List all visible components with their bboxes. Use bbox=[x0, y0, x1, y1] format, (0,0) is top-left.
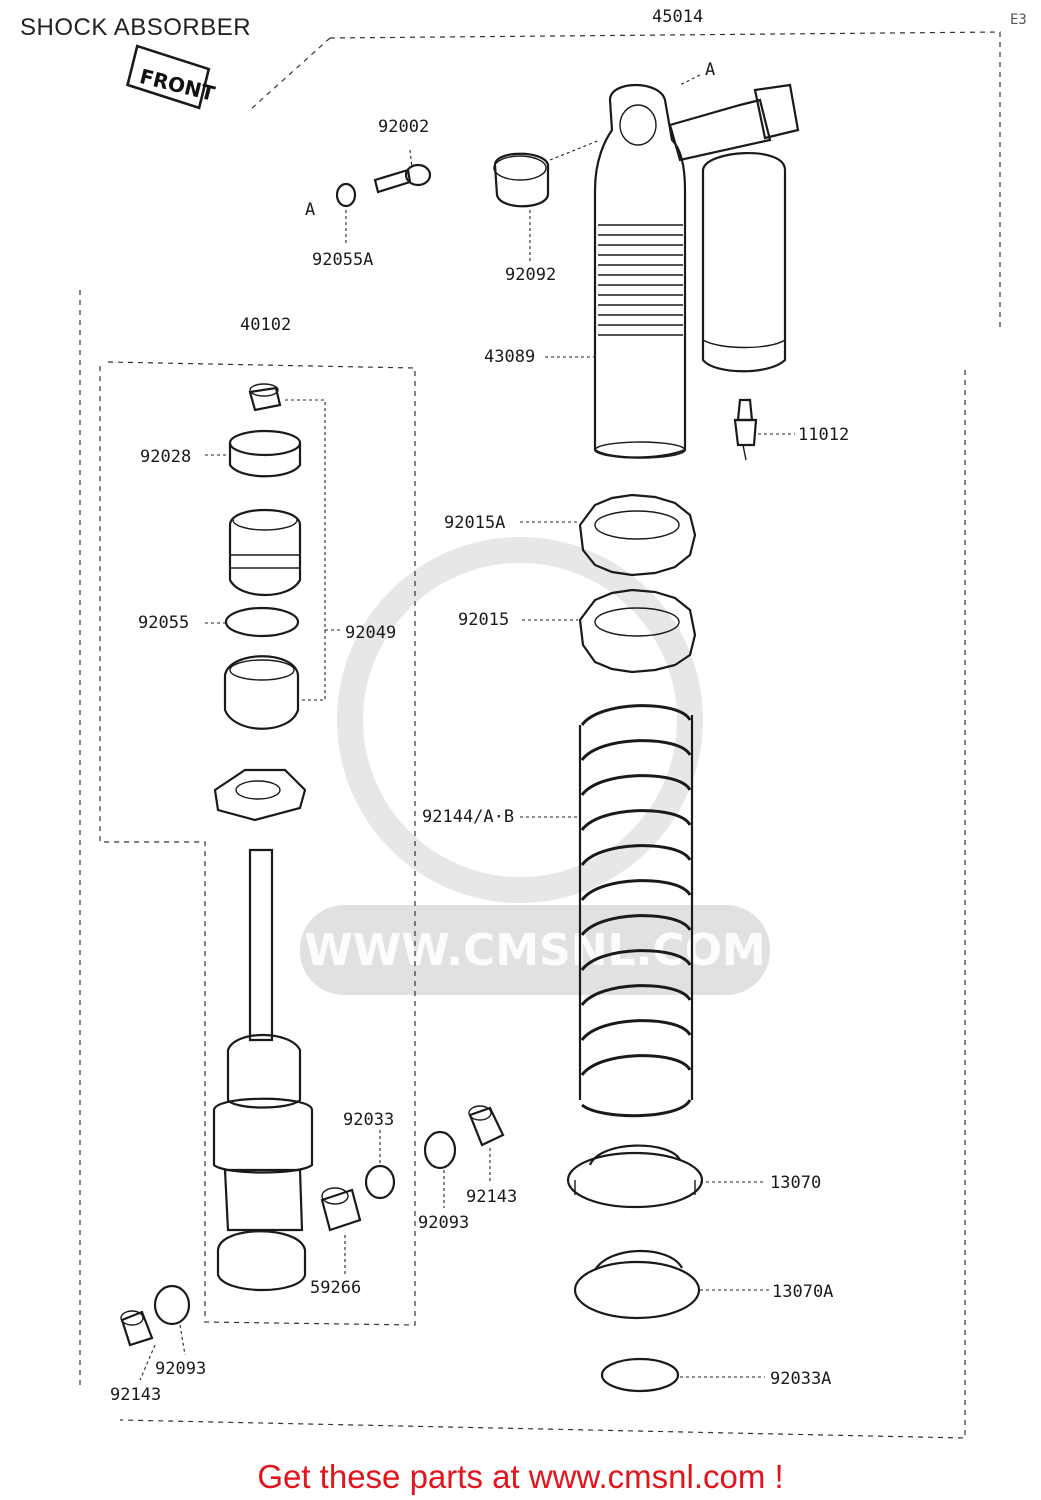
label-59266: 59266 bbox=[310, 1278, 361, 1298]
label-92049: 92049 bbox=[345, 623, 396, 643]
label-92028: 92028 bbox=[140, 447, 191, 467]
label-92093-lower: 92093 bbox=[155, 1359, 206, 1379]
label-92002: 92002 bbox=[378, 117, 429, 137]
bushing-92092 bbox=[493, 152, 550, 208]
label-92015: 92015 bbox=[458, 610, 509, 630]
label-92144: 92144/A·B bbox=[422, 807, 514, 827]
leader-lines bbox=[139, 74, 795, 1381]
collar-59266 bbox=[320, 1187, 362, 1232]
cap-40102 bbox=[248, 383, 282, 412]
label-92143-upper: 92143 bbox=[466, 1187, 517, 1207]
part-labels: 45014 A 92002 A 92055A 92092 43089 11012… bbox=[110, 7, 849, 1405]
label-40102: 40102 bbox=[240, 315, 291, 335]
label-45014: 45014 bbox=[652, 7, 703, 27]
spring-guide-13070A bbox=[573, 1249, 701, 1320]
label-92093-upper: 92093 bbox=[418, 1213, 469, 1233]
label-43089: 43089 bbox=[484, 347, 535, 367]
valve-11012 bbox=[733, 398, 758, 461]
bolt-92002 bbox=[373, 163, 432, 194]
cms-watermark-logo: WWW.CMSNL.COM bbox=[300, 537, 770, 995]
spring-seat-92015 bbox=[578, 588, 697, 674]
label-13070A: 13070A bbox=[772, 1282, 833, 1302]
label-92092: 92092 bbox=[505, 265, 556, 285]
spring-92144 bbox=[578, 704, 694, 1118]
stopper-plate bbox=[213, 768, 307, 822]
circlip-92033 bbox=[364, 1164, 396, 1200]
piston-rod bbox=[212, 848, 314, 1291]
bushing-92143b bbox=[120, 1310, 154, 1347]
label-92015A: 92015A bbox=[444, 513, 505, 533]
label-92033: 92033 bbox=[343, 1110, 394, 1130]
label-11012: 11012 bbox=[798, 425, 849, 445]
label-92033A: 92033A bbox=[770, 1369, 831, 1389]
bushing-92143a bbox=[468, 1105, 505, 1147]
watermark-url-text: WWW.CMSNL.COM bbox=[304, 925, 766, 976]
spring-guide-13070 bbox=[566, 1144, 704, 1209]
label-92055A: 92055A bbox=[312, 250, 373, 270]
label-92143-lower: 92143 bbox=[110, 1385, 161, 1405]
bumper-seat bbox=[223, 655, 300, 730]
front-marker: FRONT bbox=[126, 44, 218, 110]
diagram-title: SHOCK ABSORBER bbox=[20, 14, 252, 41]
bushing-92028 bbox=[228, 429, 302, 478]
spring-seat-92015A bbox=[578, 493, 697, 577]
label-a-left: A bbox=[305, 200, 315, 220]
corner-code: E3 bbox=[1010, 12, 1027, 28]
shock-body-43089 bbox=[593, 83, 800, 459]
label-a-top: A bbox=[705, 60, 715, 80]
damper-piston-92049 bbox=[228, 509, 302, 597]
label-13070: 13070 bbox=[770, 1173, 821, 1193]
assembly-boundary bbox=[79, 31, 1001, 1439]
oring-92055 bbox=[224, 606, 300, 638]
kit-40102-box bbox=[99, 361, 416, 1326]
seal-92093b bbox=[153, 1284, 191, 1326]
circlip-92033A bbox=[600, 1357, 680, 1393]
seal-92093a bbox=[423, 1130, 457, 1170]
washer-92055A bbox=[335, 182, 357, 208]
label-92055: 92055 bbox=[138, 613, 189, 633]
footer-promo-link[interactable]: Get these parts at www.cmsnl.com ! bbox=[257, 1458, 784, 1495]
